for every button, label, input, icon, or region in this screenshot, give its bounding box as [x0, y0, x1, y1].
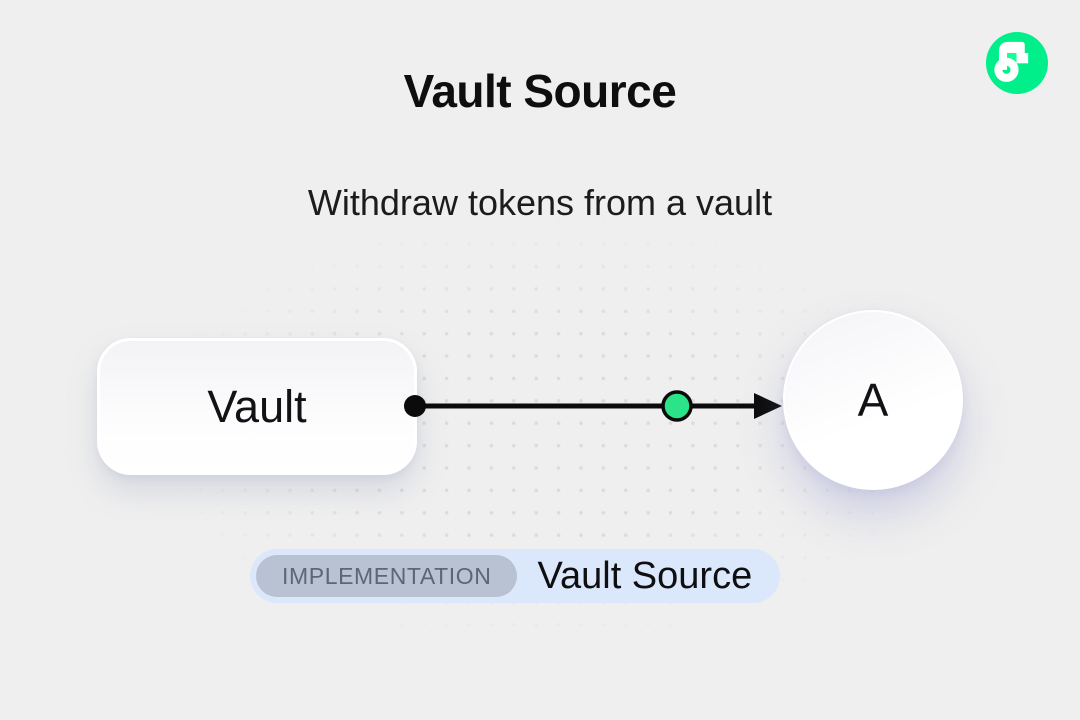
- implementation-badge-label: Vault Source: [537, 554, 753, 597]
- node-vault-label: Vault: [207, 380, 307, 432]
- edge-connector: [404, 390, 782, 422]
- implementation-tag: IMPLEMENTATION: [256, 555, 518, 597]
- node-a-label: A: [857, 374, 889, 426]
- edge-arrowhead-icon: [754, 393, 782, 419]
- flow-logo-icon: [986, 32, 1048, 94]
- page-title: Vault Source: [403, 65, 677, 117]
- page-subtitle: Withdraw tokens from a vault: [307, 182, 773, 223]
- edge-start-dot-icon: [404, 395, 426, 417]
- node-a: A: [783, 310, 963, 490]
- node-vault: Vault: [97, 338, 417, 475]
- edge-token-dot-icon: [661, 390, 693, 422]
- implementation-badge: IMPLEMENTATION Vault Source: [250, 549, 781, 603]
